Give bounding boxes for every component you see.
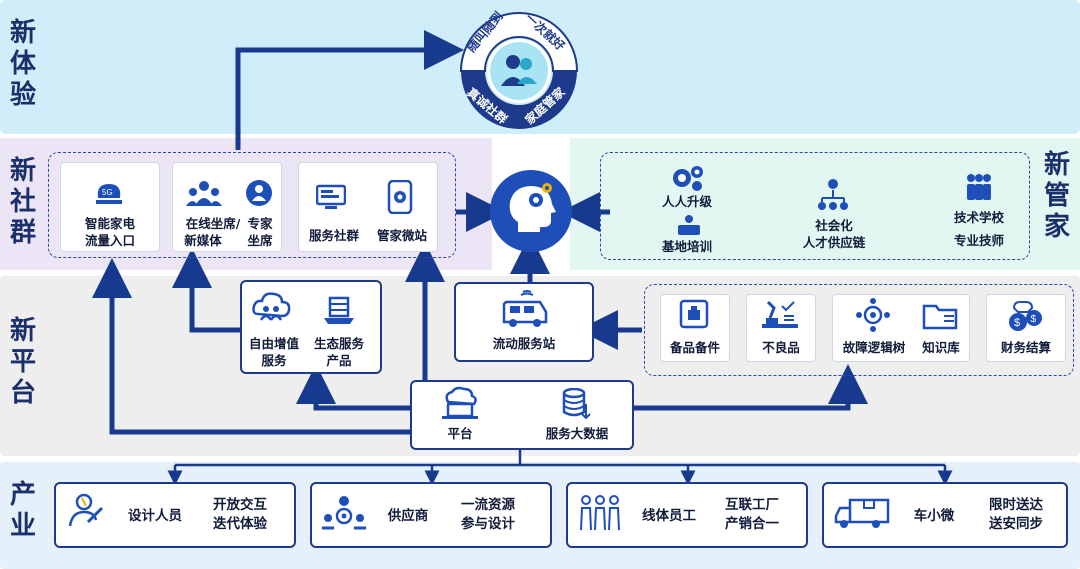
designer-role: 设计人员: [128, 508, 182, 524]
row-label-community: 新 社 群: [6, 156, 40, 249]
knowledge-base-label: 知识库: [922, 340, 960, 355]
coins-icon: $$: [1006, 298, 1046, 338]
cloud-people-icon: [252, 290, 292, 330]
online-seat-sublabel: 新媒体: [184, 233, 222, 248]
designer-desc2: 迭代体验: [213, 516, 267, 532]
row-label-char: 平: [9, 347, 36, 377]
truck-icon: [834, 498, 890, 534]
svg-text:5G: 5G: [102, 188, 113, 197]
truck-desc2: 送安同步: [989, 516, 1043, 532]
svg-text:$: $: [1031, 314, 1037, 325]
core-platform-label: 平台: [447, 426, 473, 441]
row-label-industry: 产 业: [6, 480, 40, 542]
service-community-label: 服务社群: [308, 228, 359, 243]
folder-icon: [922, 302, 958, 334]
industry-truck-box[interactable]: [822, 482, 1068, 548]
row-label-char: 管: [1043, 181, 1070, 211]
value-added-label: 自由增值: [248, 336, 299, 351]
spare-parts-label: 备品备件: [669, 340, 720, 355]
supplier-role: 供应商: [387, 508, 429, 524]
row-label-platform: 新 平 台: [6, 316, 40, 409]
settlement-label: 财务结算: [1000, 340, 1051, 355]
community-card-appliance[interactable]: [60, 162, 160, 252]
butler-group: [600, 152, 1030, 260]
van-icon: [502, 290, 548, 332]
experience-circle: 随叫随到 一次就好 真诚社群 家庭管家: [455, 9, 583, 132]
community-card-service[interactable]: [298, 162, 438, 252]
phone-gear-icon: [386, 179, 414, 218]
row-label-char: 家: [1043, 212, 1070, 242]
workers-desc1: 互联工厂: [725, 497, 779, 513]
tech-school-label: 技术学校: [953, 210, 1004, 225]
row-label-char: 产: [9, 480, 36, 510]
workers-icon: [578, 494, 622, 536]
monitor-icon: [315, 184, 347, 216]
appliance-sublabel: 流量入口: [84, 233, 135, 248]
supplier-desc1: 一流资源: [461, 497, 515, 513]
group-icon: [962, 170, 996, 208]
resource-group: [644, 284, 1074, 376]
social-label: 社会化: [815, 218, 853, 233]
appliance-label: 智能家电: [84, 216, 135, 231]
expert-label: 专家: [247, 216, 273, 231]
toolbox-icon: [678, 298, 710, 334]
mobile-station-label: 流动服务站: [492, 336, 556, 351]
row-label-char: 新: [9, 316, 36, 346]
svg-text:$: $: [1014, 317, 1020, 329]
org-chart-icon: [816, 178, 850, 218]
workers-desc2: 产销合一: [725, 516, 779, 532]
online-seat-label: 在线坐席/: [185, 216, 241, 231]
truck-role: 车小微: [913, 508, 955, 524]
row-label-char: 台: [9, 378, 36, 408]
upgrade-label: 人人升级: [661, 194, 712, 209]
defect-label: 不良品: [762, 340, 800, 355]
gears-icon: [670, 164, 706, 196]
expert-sublabel: 坐席: [247, 233, 273, 248]
truck-desc1: 限时送达: [989, 497, 1043, 513]
experience-circle-graphic: [459, 12, 579, 129]
cube-icon: [322, 294, 356, 330]
supplier-icon: [322, 494, 366, 534]
community-card-seats[interactable]: [172, 162, 282, 252]
eco-label: 生态服务: [313, 336, 364, 351]
brain-head-icon: [490, 170, 572, 252]
row-label-experience: 新 体 验: [6, 18, 40, 111]
row-label-char: 新: [9, 156, 36, 186]
eco-sublabel: 产品: [326, 353, 352, 368]
network-gear-icon: [856, 298, 890, 336]
base-training-label: 基地培训: [661, 239, 712, 254]
value-added-sublabel: 服务: [261, 353, 287, 368]
pro-technician-label: 专业技师: [953, 233, 1004, 248]
team-icon: [186, 178, 222, 212]
workers-role: 线体员工: [642, 508, 696, 524]
butler-microsite-label: 管家微站: [376, 228, 427, 243]
community-group: [48, 152, 456, 258]
expert-icon: [244, 178, 274, 212]
row-label-char: 新: [9, 18, 36, 48]
row-label-char: 社: [9, 187, 36, 217]
row-label-char: 体: [9, 49, 36, 79]
designer-desc1: 开放交互: [213, 497, 267, 513]
cloud-laptop-icon: [440, 386, 480, 426]
row-label-char: 业: [9, 511, 36, 541]
database-icon: [562, 387, 592, 424]
row-label-butler: 新 管 家: [1040, 150, 1074, 243]
talent-chain-label: 人才供应链: [802, 235, 866, 250]
fault-tree-label: 故障逻辑树: [842, 340, 906, 355]
row-label-char: 验: [9, 80, 36, 110]
bigdata-label: 服务大数据: [545, 426, 609, 441]
row-label-char: 新: [1043, 150, 1070, 180]
supplier-desc2: 参与设计: [461, 516, 515, 532]
robot-arm-icon: [762, 298, 798, 334]
5g-router-icon: 5G: [92, 178, 126, 212]
settlement-card[interactable]: [986, 294, 1066, 362]
training-icon: [676, 214, 702, 240]
designer-icon: [66, 492, 106, 536]
industry-workers-box[interactable]: [566, 482, 808, 548]
row-label-char: 群: [9, 218, 36, 248]
